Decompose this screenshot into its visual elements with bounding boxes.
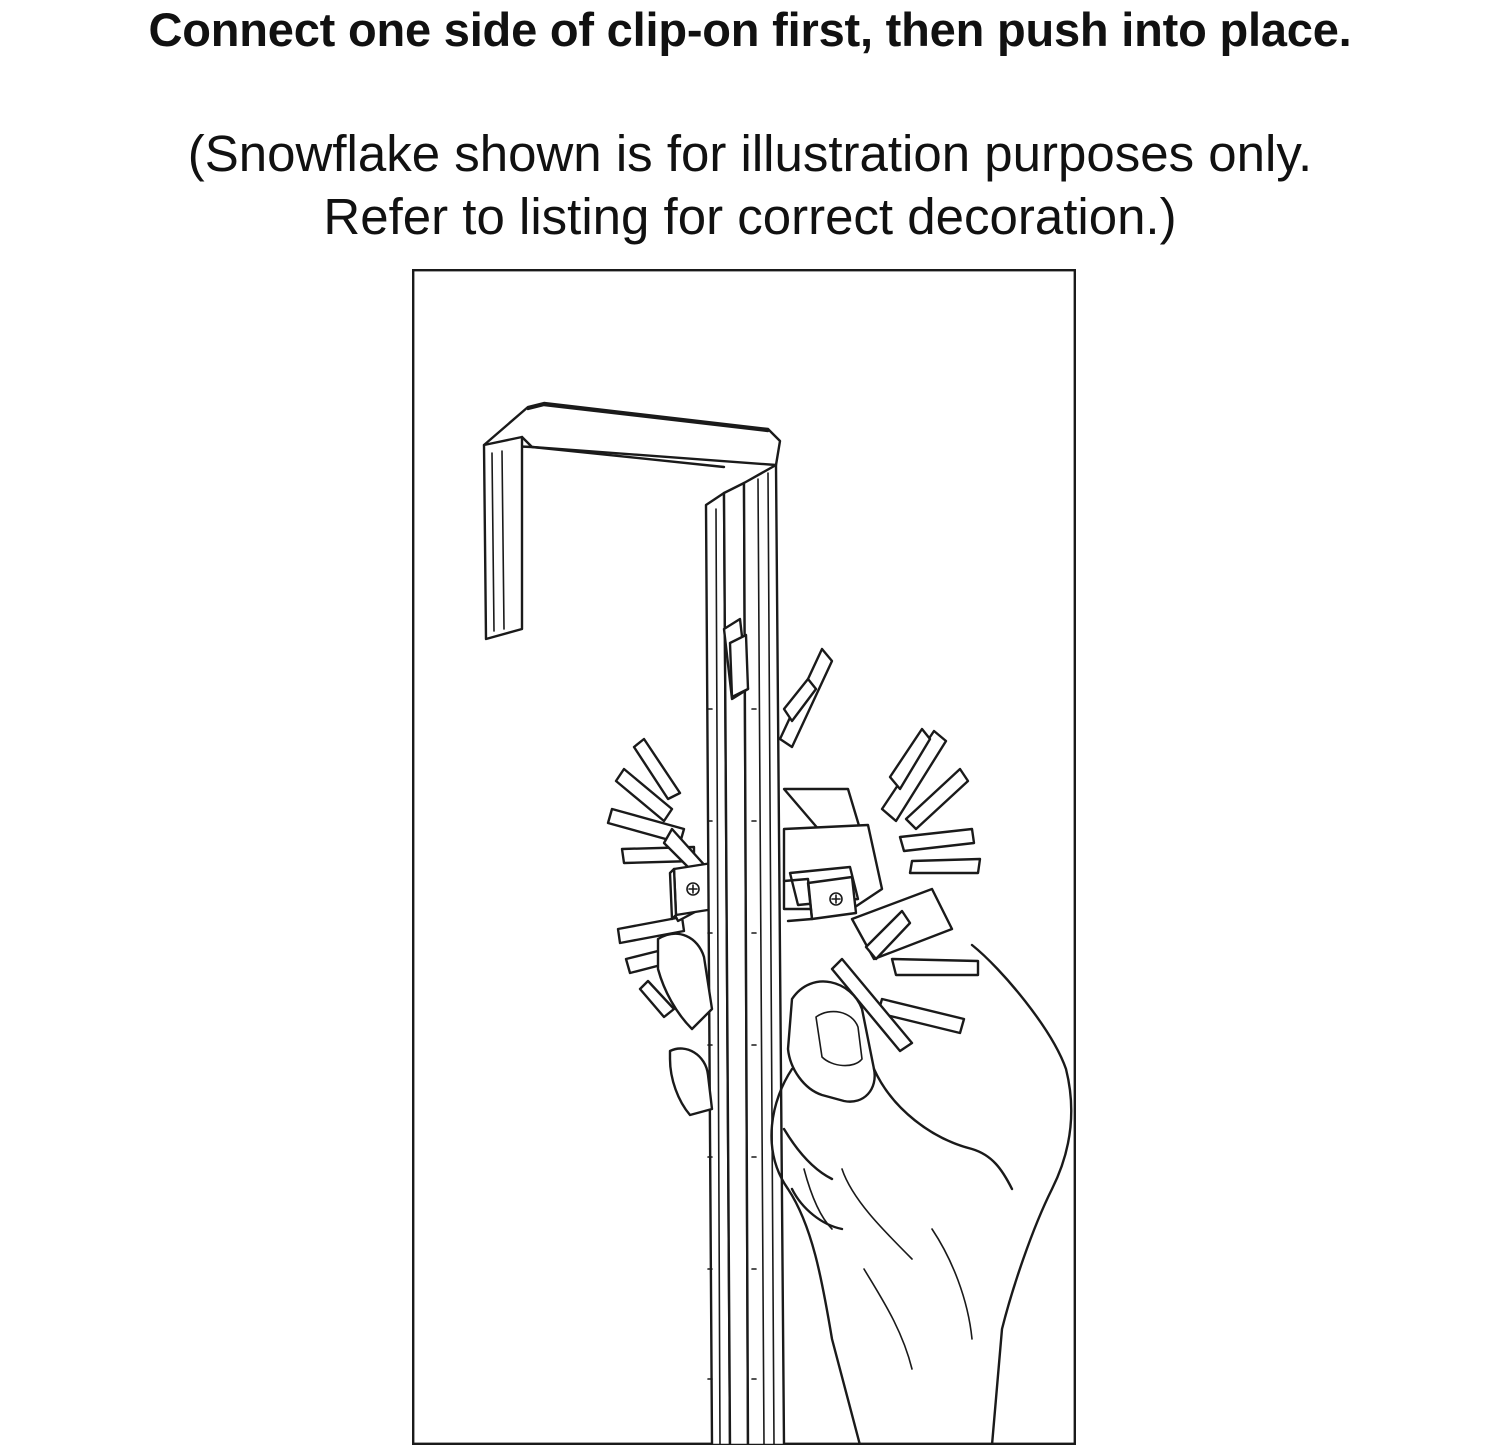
disclaimer-line-2: Refer to listing for correct decoration.… bbox=[323, 188, 1177, 245]
installation-illustration bbox=[412, 269, 1076, 1445]
clip-on-icon bbox=[668, 861, 860, 923]
over-door-hanger-icon bbox=[482, 401, 786, 1445]
illustration-canvas bbox=[412, 269, 1076, 1445]
disclaimer-line-1: (Snowflake shown is for illustration pur… bbox=[187, 125, 1313, 182]
hand-icon bbox=[656, 932, 1073, 1445]
instruction-headline: Connect one side of clip-on first, then … bbox=[148, 3, 1352, 56]
